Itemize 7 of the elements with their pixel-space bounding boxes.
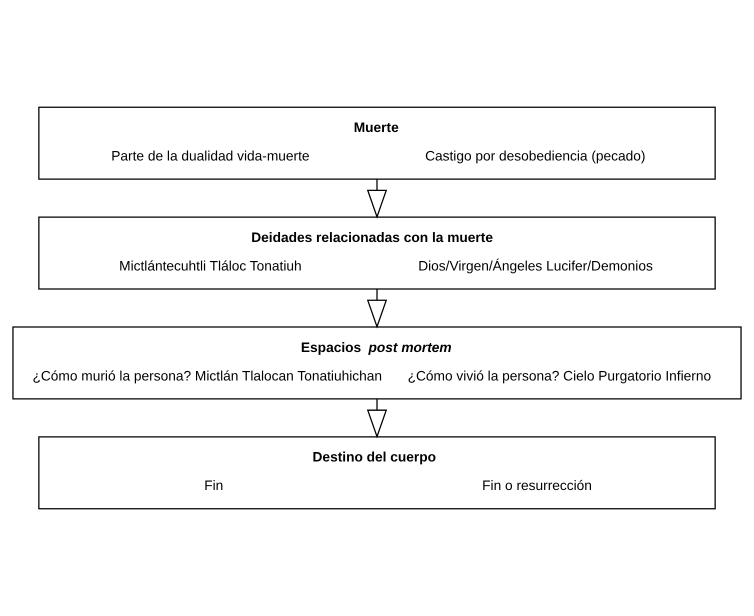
node-box: Destino del cuerpo Fin Fin o resurrección xyxy=(38,436,716,510)
arrow xyxy=(366,289,388,329)
node-box: Muerte Parte de la dualidad vida-muerte Castigo por desobediencia (pecado) xyxy=(38,106,716,180)
node-box: Espacios post mortem ¿Cómo murió la persona? Mictlán Tlalocan Tonatiuhichan ¿Cómo vivió la persona? Cielo Purgatorio Infierno xyxy=(12,326,742,400)
node-box: Deidades relacionadas con la muerte Mictlántecuhtli Tláloc Tonatiuh Dios/Virgen/Ángeles Lucifer/Demonios xyxy=(38,216,716,290)
arrow xyxy=(366,399,388,439)
arrow xyxy=(366,179,388,219)
